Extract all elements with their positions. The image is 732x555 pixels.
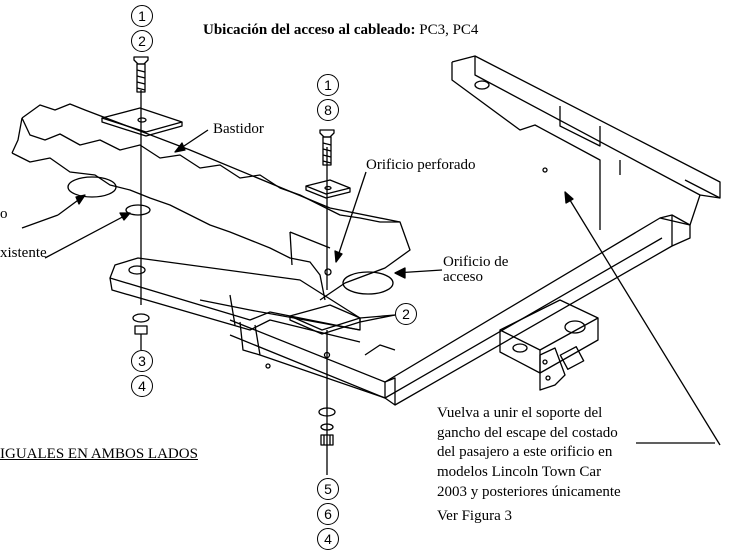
note-line-3: del pasajero a este orificio en bbox=[437, 444, 613, 460]
wiring-access-header: Ubicación del acceso al cableado: PC3, P… bbox=[203, 22, 478, 39]
right-side-bracket bbox=[451, 55, 721, 230]
left-side-bracket bbox=[109, 257, 361, 369]
callout-left-4: 4 bbox=[131, 375, 153, 397]
left-bolt-stack bbox=[101, 56, 183, 350]
left-truncated-label-top: o bbox=[0, 206, 8, 222]
middle-bolt-stack bbox=[289, 129, 361, 475]
callout-left-3: 3 bbox=[131, 350, 153, 372]
note-line-5: 2003 y posteriores únicamente bbox=[437, 484, 621, 500]
callout-mid-8: 8 bbox=[317, 99, 339, 121]
wiring-access-title: Ubicación del acceso al cableado: bbox=[203, 22, 416, 38]
access-hole-label-line1: Orificio de bbox=[443, 254, 509, 270]
callout-left-1: 1 bbox=[131, 5, 153, 27]
left-truncated-label-bottom: xistente bbox=[0, 245, 47, 261]
hitch-cross-tube bbox=[229, 214, 691, 406]
callout-mid-5: 5 bbox=[317, 478, 339, 500]
note-line-4: modelos Lincoln Town Car bbox=[437, 464, 602, 480]
note-line-1: Vuelva a unir el soporte del bbox=[437, 405, 603, 421]
vehicle-frame-rail bbox=[11, 103, 411, 301]
frame-label: Bastidor bbox=[213, 121, 264, 137]
callout-mid-4: 4 bbox=[317, 528, 339, 550]
access-hole-label-line2: acceso bbox=[443, 269, 483, 285]
callout-mid-1: 1 bbox=[317, 74, 339, 96]
callout-mid-6: 6 bbox=[317, 503, 339, 525]
drilled-hole-label: Orificio perforado bbox=[366, 157, 476, 173]
note-line-2: gancho del escape del costado bbox=[437, 425, 618, 441]
wiring-access-value: PC3, PC4 bbox=[419, 22, 479, 38]
see-figure-note: Ver Figura 3 bbox=[437, 508, 512, 524]
leader-lines bbox=[21, 129, 721, 446]
both-sides-note: IGUALES EN AMBOS LADOS bbox=[0, 446, 198, 462]
receiver-tube bbox=[499, 299, 599, 391]
callout-plate-2: 2 bbox=[395, 303, 417, 325]
callout-left-2: 2 bbox=[131, 30, 153, 52]
